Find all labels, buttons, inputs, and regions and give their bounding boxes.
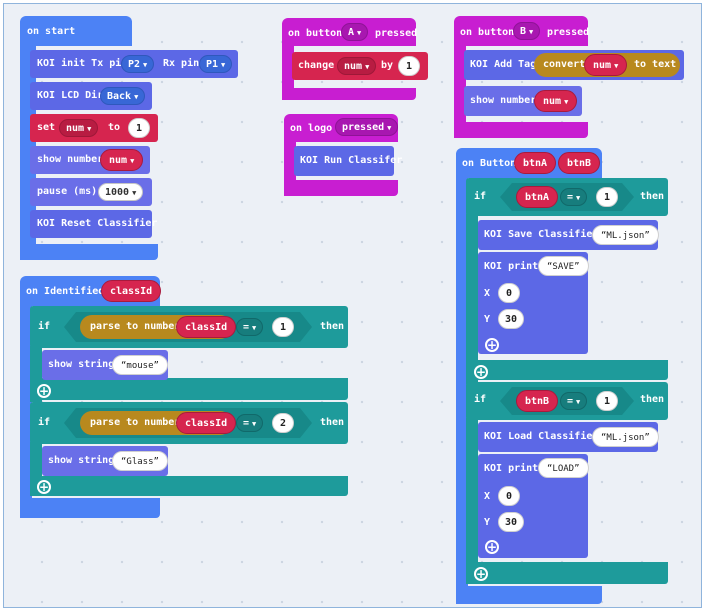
load-classifier-label: KOI Load Classifier bbox=[484, 431, 599, 442]
y-label-2: Y bbox=[484, 517, 491, 528]
then-label-3: then bbox=[320, 321, 345, 332]
lcd-dir-dropdown[interactable]: Back▼ bbox=[100, 87, 146, 105]
if-label-4: if bbox=[38, 417, 51, 428]
x-label-2: X bbox=[484, 491, 491, 502]
on-identified-label: on Identified bbox=[26, 286, 105, 297]
show-number-b-var[interactable]: num▼ bbox=[534, 90, 578, 112]
print-label-1: KOI print bbox=[484, 261, 539, 272]
load-file-input[interactable]: “ML.json” bbox=[592, 427, 659, 447]
add-param-icon[interactable]: + bbox=[485, 338, 499, 352]
on-start-label: on start bbox=[27, 26, 76, 37]
set-var-dropdown[interactable]: num▼ bbox=[59, 119, 99, 137]
parse-label-2: parse to number bbox=[90, 417, 181, 428]
koi-init-label: KOI init Tx pin bbox=[37, 58, 128, 69]
op-dropdown-1[interactable]: =▼ bbox=[560, 188, 588, 206]
logo-event-dropdown[interactable]: pressed▼ bbox=[335, 118, 399, 136]
change-by-label: by bbox=[381, 60, 394, 71]
x-label-1: X bbox=[484, 288, 491, 299]
lcd-dir-label: KOI LCD Dir bbox=[37, 90, 104, 101]
x-value-1[interactable]: 0 bbox=[498, 283, 520, 303]
show-string-text-1[interactable]: “mouse” bbox=[112, 355, 168, 375]
show-number-label: show number bbox=[37, 154, 104, 165]
btnA-var[interactable]: btnA bbox=[516, 186, 559, 208]
add-param-icon[interactable]: + bbox=[485, 540, 499, 554]
button-a-dropdown[interactable]: A▼ bbox=[341, 23, 369, 41]
convert-var[interactable]: num▼ bbox=[584, 54, 628, 76]
button-b-pressed-label: pressed bbox=[547, 27, 590, 38]
parse-label-1: parse to number bbox=[90, 321, 181, 332]
koi-reset-block[interactable] bbox=[30, 210, 152, 238]
add-else-icon[interactable]: + bbox=[37, 480, 51, 494]
add-tag-label: KOI Add Tag bbox=[470, 59, 537, 70]
classId-var-2[interactable]: classId bbox=[176, 412, 237, 434]
blocks-workspace[interactable]: on start KOI init Tx pin P2▼ Rx pin P1▼ … bbox=[3, 3, 702, 608]
button-a-pressed-label: pressed bbox=[375, 28, 418, 39]
change-var-dropdown[interactable]: num▼ bbox=[337, 57, 377, 75]
btnA-param[interactable]: btnA bbox=[514, 152, 557, 174]
classId-param[interactable]: classId bbox=[101, 280, 162, 302]
set-to-label: to bbox=[108, 122, 121, 133]
show-number-b-label: show number bbox=[470, 95, 537, 106]
op-dropdown-4[interactable]: =▼ bbox=[236, 414, 264, 432]
pause-label: pause (ms) bbox=[37, 186, 98, 197]
if-label-3: if bbox=[38, 321, 51, 332]
show-string-label-1: show string bbox=[48, 359, 115, 370]
compare-value-1[interactable]: 1 bbox=[596, 187, 618, 207]
x-value-2[interactable]: 0 bbox=[498, 486, 520, 506]
show-string-label-2: show string bbox=[48, 455, 115, 466]
y-value-1[interactable]: 30 bbox=[498, 309, 525, 329]
set-value-input[interactable]: 1 bbox=[128, 118, 150, 138]
on-button-a-label: on button bbox=[288, 28, 343, 39]
tx-pin-dropdown[interactable]: P2▼ bbox=[121, 55, 155, 73]
set-label: set bbox=[37, 122, 56, 133]
y-value-2[interactable]: 30 bbox=[498, 512, 525, 532]
compare-value-4[interactable]: 2 bbox=[272, 413, 294, 433]
print-text-1[interactable]: “SAVE” bbox=[538, 256, 589, 276]
then-label-2: then bbox=[640, 394, 665, 405]
rx-pin-label: Rx pin bbox=[163, 58, 200, 69]
to-text-label: to text bbox=[634, 59, 677, 70]
op-dropdown-3[interactable]: =▼ bbox=[236, 318, 264, 336]
btnB-var[interactable]: btnB bbox=[516, 390, 559, 412]
add-else-icon[interactable]: + bbox=[37, 384, 51, 398]
if-label-1: if bbox=[474, 191, 487, 202]
on-button-label: on Button bbox=[462, 158, 517, 169]
print-text-2[interactable]: “LOAD” bbox=[538, 458, 589, 478]
change-label: change bbox=[298, 60, 335, 71]
rx-pin-dropdown[interactable]: P1▼ bbox=[199, 55, 233, 73]
koi-reset-label: KOI Reset Classifier bbox=[37, 218, 158, 229]
y-label-1: Y bbox=[484, 314, 491, 325]
add-else-icon[interactable]: + bbox=[474, 365, 488, 379]
print-label-2: KOI print bbox=[484, 463, 539, 474]
koi-run-label: KOI Run Classifer bbox=[300, 155, 403, 166]
button-b-dropdown[interactable]: B▼ bbox=[513, 22, 541, 40]
on-button-b-label: on button bbox=[460, 27, 515, 38]
compare-value-3[interactable]: 1 bbox=[272, 317, 294, 337]
btnB-param[interactable]: btnB bbox=[558, 152, 601, 174]
save-file-input[interactable]: “ML.json” bbox=[592, 225, 659, 245]
show-string-text-2[interactable]: “Glass” bbox=[112, 451, 168, 471]
save-classifier-label: KOI Save Classifier bbox=[484, 229, 599, 240]
koi-run-classifier-block[interactable] bbox=[294, 146, 394, 176]
convert-label: convert bbox=[543, 59, 586, 70]
if-label-2: if bbox=[474, 394, 487, 405]
on-logo-label: on logo bbox=[290, 123, 333, 134]
classId-var-1[interactable]: classId bbox=[176, 316, 237, 338]
pause-dropdown[interactable]: 1000▼ bbox=[98, 183, 144, 201]
then-label-1: then bbox=[640, 191, 665, 202]
change-value-input[interactable]: 1 bbox=[398, 56, 420, 76]
compare-value-2[interactable]: 1 bbox=[596, 391, 618, 411]
op-dropdown-2[interactable]: =▼ bbox=[560, 392, 588, 410]
show-number-var[interactable]: num▼ bbox=[100, 149, 144, 171]
add-else-icon[interactable]: + bbox=[474, 567, 488, 581]
then-label-4: then bbox=[320, 417, 345, 428]
